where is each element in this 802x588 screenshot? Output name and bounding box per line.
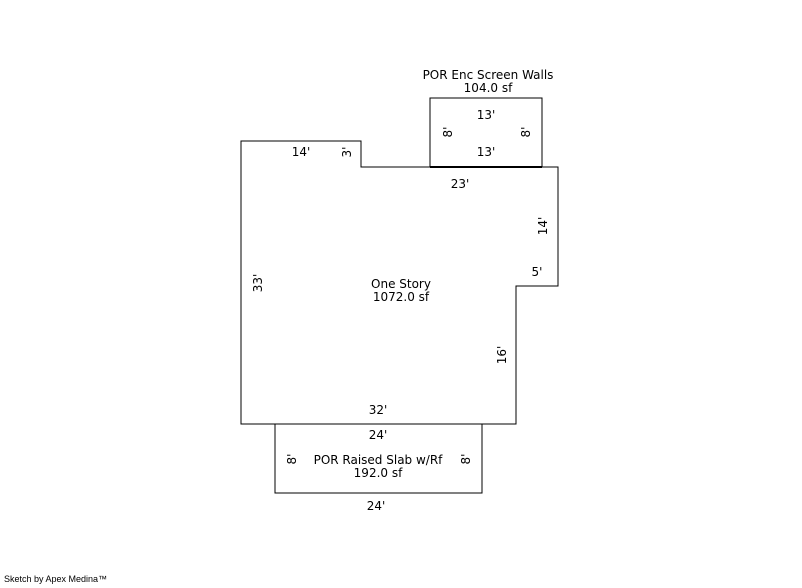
screen-walls-right-dim: 8': [519, 127, 533, 138]
raised-slab-outline: [274, 423, 483, 494]
sketch-credit: Sketch by Apex Medina™: [4, 574, 108, 584]
raised-slab-bottom-dim: 24': [367, 499, 386, 513]
one-story-right-upper-dim: 14': [536, 217, 550, 236]
raised-slab-top-dim: 24': [369, 428, 388, 442]
one-story-top-right-dim: 23': [451, 177, 470, 191]
raised-slab-name: POR Raised Slab w/Rf: [314, 453, 444, 467]
raised-slab-area: 192.0 sf: [354, 466, 403, 480]
screen-walls-left-dim: 8': [441, 127, 455, 138]
screen-walls-area: 104.0 sf: [464, 81, 513, 95]
raised-slab-left-dim: 8': [285, 454, 299, 465]
one-story-step-dim: 5': [532, 265, 543, 279]
one-story-name: One Story: [371, 277, 431, 291]
one-story-top-left-dim: 14': [292, 145, 311, 159]
one-story-bottom-dim: 32': [369, 403, 388, 417]
raised-slab-right-dim: 8': [459, 454, 473, 465]
one-story-left-dim: 33': [251, 274, 265, 293]
one-story-area: 1072.0 sf: [373, 290, 430, 304]
one-story-notch-dim: 3': [340, 147, 354, 158]
screen-walls-top-dim: 13': [477, 108, 496, 122]
screen-walls-bottom-dim: 13': [477, 145, 496, 159]
screen-walls-name: POR Enc Screen Walls: [423, 68, 554, 82]
one-story-right-lower-dim: 16': [495, 346, 509, 365]
